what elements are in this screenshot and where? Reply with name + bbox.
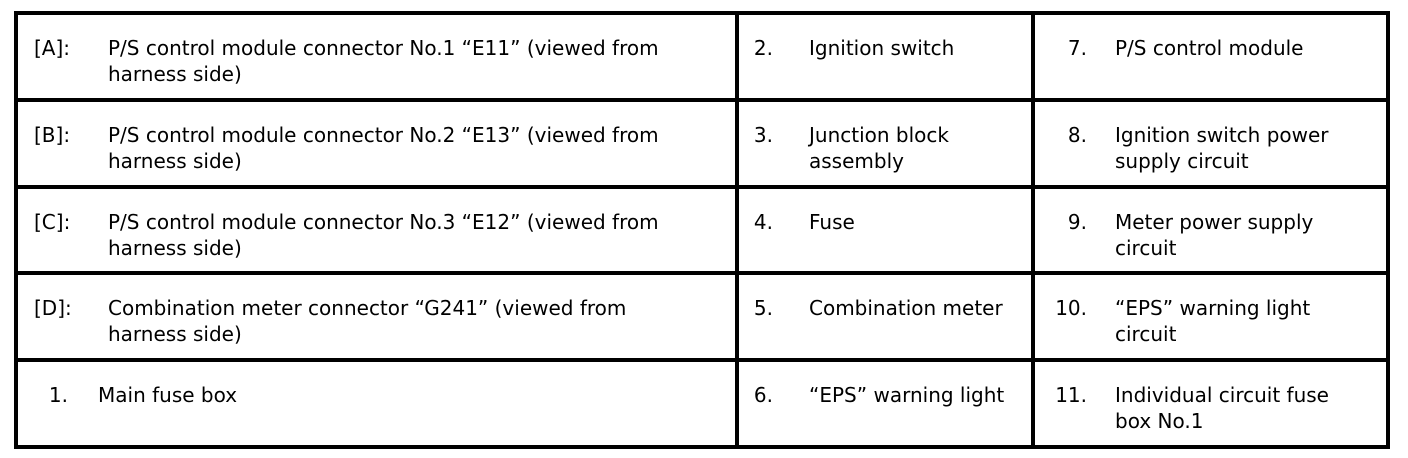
legend-cell: 6. “EPS” warning light — [735, 358, 1035, 449]
legend-cell: [B]: P/S control module connector No.2 “… — [14, 97, 739, 189]
legend-description: Junction block assembly — [809, 122, 949, 173]
legend-number: 10. — [1055, 296, 1087, 321]
legend-number: 8. — [1067, 122, 1087, 147]
legend-key: [D]: — [34, 296, 72, 321]
legend-number: 9. — [1067, 209, 1087, 234]
legend-cell: [D]: Combination meter connector “G241” … — [14, 271, 739, 363]
legend-description: Meter power supply circuit — [1115, 209, 1314, 260]
legend-cell: [C]: P/S control module connector No.3 “… — [14, 184, 739, 276]
legend-description: Combination meter — [809, 296, 1003, 321]
legend-key: [B]: — [34, 122, 71, 147]
legend-cell: 5. Combination meter — [735, 271, 1035, 363]
legend-description: “EPS” warning light circuit — [1115, 296, 1311, 347]
table-row: 1. Main fuse box 6. “EPS” warning light … — [14, 358, 1390, 449]
legend-key: [C]: — [34, 209, 71, 234]
legend-description: Ignition switch power supply circuit — [1115, 122, 1329, 173]
table-row: [D]: Combination meter connector “G241” … — [14, 271, 1390, 363]
legend-number: 2. — [753, 36, 773, 60]
table-row: [B]: P/S control module connector No.2 “… — [14, 97, 1390, 189]
legend-description: Combination meter connector “G241” (view… — [108, 296, 627, 347]
legend-number: 7. — [1067, 36, 1087, 60]
legend-cell: 4. Fuse — [735, 184, 1035, 276]
legend-description: Ignition switch — [809, 36, 955, 60]
legend-cell: 1. Main fuse box — [14, 358, 739, 449]
legend-description: P/S control module connector No.2 “E13” … — [108, 122, 659, 173]
legend-cell: 8. Ignition switch power supply circuit — [1031, 97, 1390, 189]
legend-number: 4. — [753, 209, 773, 234]
legend-description: P/S control module connector No.1 “E11” … — [108, 36, 659, 86]
legend-description: P/S control module connector No.3 “E12” … — [108, 209, 659, 260]
legend-number: 3. — [753, 122, 773, 147]
legend-number: 5. — [753, 296, 773, 321]
legend-number: 11. — [1055, 383, 1087, 408]
legend-cell: 3. Junction block assembly — [735, 97, 1035, 189]
legend-number: 1. — [48, 383, 68, 408]
legend-description: P/S control module — [1115, 36, 1304, 60]
legend-table: [A]: P/S control module connector No.1 “… — [14, 11, 1390, 449]
legend-cell: 2. Ignition switch — [735, 11, 1035, 102]
legend-description: Individual circuit fuse box No.1 — [1115, 383, 1329, 434]
table-row: [A]: P/S control module connector No.1 “… — [14, 11, 1390, 102]
table-row: [C]: P/S control module connector No.3 “… — [14, 184, 1390, 276]
legend-cell: [A]: P/S control module connector No.1 “… — [14, 11, 739, 102]
legend-description: Main fuse box — [98, 383, 238, 408]
legend-cell: 11. Individual circuit fuse box No.1 — [1031, 358, 1390, 449]
legend-description: Fuse — [809, 209, 855, 234]
legend-cell: 10. “EPS” warning light circuit — [1031, 271, 1390, 363]
legend-description: “EPS” warning light — [809, 383, 1005, 408]
legend-number: 6. — [753, 383, 773, 408]
legend-cell: 9. Meter power supply circuit — [1031, 184, 1390, 276]
legend-cell: 7. P/S control module — [1031, 11, 1390, 102]
legend-key: [A]: — [34, 36, 71, 60]
